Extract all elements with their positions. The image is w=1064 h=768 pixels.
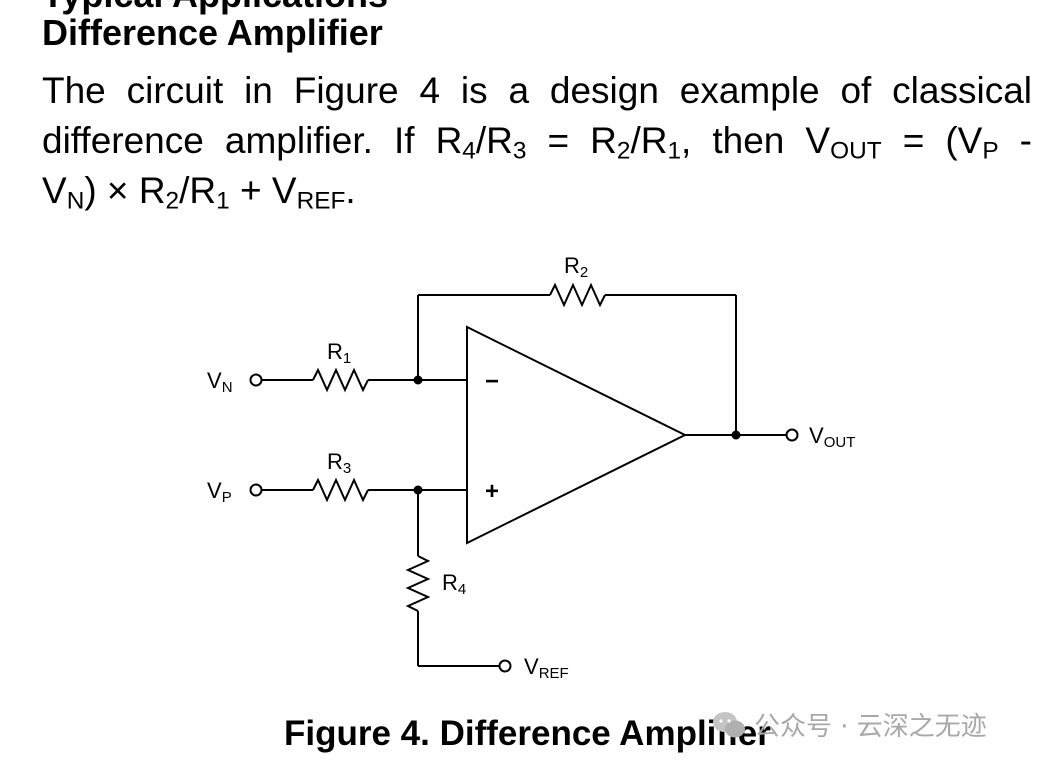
vn-label: VN xyxy=(207,368,233,396)
subscript: 4 xyxy=(462,137,476,165)
vref-label: VREF xyxy=(524,654,569,682)
text-run: , then V xyxy=(681,120,831,161)
junction-noninverting xyxy=(413,485,423,495)
text-run: . xyxy=(345,170,356,211)
inverting-input-sign: − xyxy=(485,368,499,395)
noninverting-input-sign: + xyxy=(485,478,499,505)
vout-terminal xyxy=(785,428,799,442)
subscript: 3 xyxy=(512,137,527,165)
text-run: = (V xyxy=(881,120,983,161)
text-run: V xyxy=(42,170,67,211)
watermark: 公众号 · 云深之无迹 xyxy=(712,706,987,743)
vout-label: VOUT xyxy=(809,423,855,451)
subscript: 1 xyxy=(667,137,682,165)
subscript: OUT xyxy=(830,137,882,165)
vn-terminal xyxy=(249,373,263,387)
junction-inverting xyxy=(413,375,423,385)
r4-label: R4 xyxy=(442,570,466,598)
subscript: N xyxy=(66,187,85,215)
description-paragraph: The circuit in Figure 4 is a design exam… xyxy=(42,66,1032,216)
subscript: REF xyxy=(296,187,346,215)
vref-terminal xyxy=(498,659,512,673)
paragraph-line-3: VN) × R2/R1 + VREF. xyxy=(42,166,1032,216)
subscript: 2 xyxy=(165,187,180,215)
text-run: The circuit in Figure 4 is a design exam… xyxy=(42,70,1032,111)
r1-resistor xyxy=(312,367,369,393)
text-run: - xyxy=(998,120,1032,161)
paragraph-line-1: The circuit in Figure 4 is a design exam… xyxy=(42,66,1032,116)
text-run: difference amplifier. If R xyxy=(42,120,463,161)
section-heading-cut: Typical Applications xyxy=(42,0,388,16)
r2-resistor xyxy=(549,282,606,308)
r1-label: R1 xyxy=(327,339,351,367)
text-run: = R xyxy=(526,120,617,161)
text-run: /R xyxy=(179,170,217,211)
text-run: + V xyxy=(229,170,297,211)
vp-label: VP xyxy=(207,478,232,506)
r2-label: R2 xyxy=(564,253,588,281)
subscript: 2 xyxy=(616,137,631,165)
op-amp-triangle xyxy=(466,325,688,545)
text-run: ) × R xyxy=(84,170,166,211)
watermark-text: 公众号 · 云深之无迹 xyxy=(754,712,987,742)
subscript: 1 xyxy=(216,187,230,215)
wechat-logo-icon xyxy=(713,711,745,737)
text-run: /R xyxy=(630,120,668,161)
r3-resistor xyxy=(312,477,369,503)
text-run: /R xyxy=(475,120,513,161)
figure-caption: Figure 4. Difference Amplifier xyxy=(284,714,771,753)
junction-output xyxy=(731,430,741,440)
vp-terminal xyxy=(249,483,263,497)
section-heading: Difference Amplifier xyxy=(42,12,383,53)
r4-resistor xyxy=(405,555,431,612)
r3-label: R3 xyxy=(327,449,351,477)
paragraph-line-2: difference amplifier. If R4/R3 = R2/R1, … xyxy=(42,116,1032,166)
subscript: P xyxy=(982,137,999,165)
